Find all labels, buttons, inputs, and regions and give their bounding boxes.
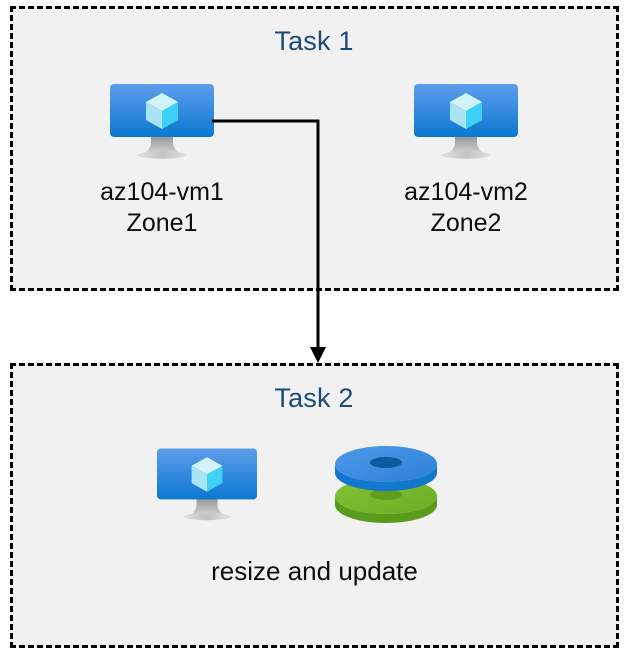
managed-disks-icon (331, 442, 441, 528)
virtual-machine-icon-vm2 (414, 84, 518, 160)
virtual-machine-icon-vm1 (110, 84, 214, 160)
node-label-vm2: az104-vm2 Zone2 (404, 178, 528, 237)
virtual-machine-icon-task2 (157, 448, 257, 522)
task-1-title: Task 1 (274, 26, 354, 56)
task-2-title: Task 2 (274, 383, 354, 413)
node-label-vm1: az104-vm1 Zone1 (100, 178, 224, 237)
task-2-caption: resize and update (211, 556, 418, 586)
task-2-group-box (10, 363, 619, 648)
